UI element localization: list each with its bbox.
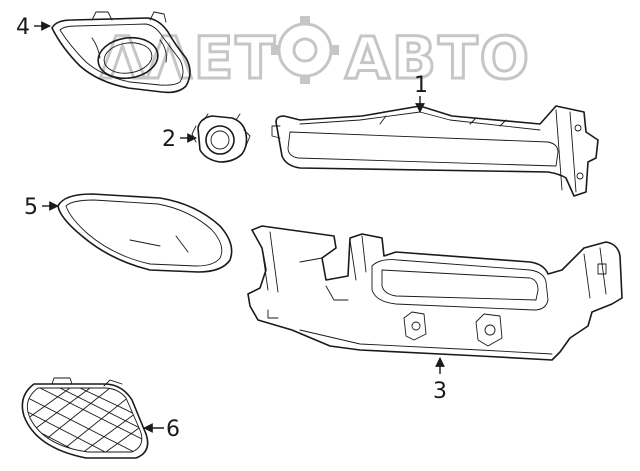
callout-4: 4 (16, 15, 30, 40)
part-1-lamp-assembly (271, 105, 599, 197)
watermark-gear-icon (271, 16, 339, 84)
callout-2: 2 (162, 127, 176, 152)
part-5-lens-cover (57, 193, 233, 273)
callout-3: 3 (433, 379, 447, 404)
svg-text:ΑΒΤΟ: ΑΒΤΟ (345, 24, 531, 92)
callout-6: 6 (166, 417, 180, 442)
part-3-mounting-bracket (247, 225, 623, 361)
callout-1: 1 (414, 73, 428, 98)
part-4-fog-lamp-bezel (51, 11, 191, 94)
part-6-grille (21, 377, 149, 459)
part-2-bulb-socket (191, 113, 251, 163)
callout-5: 5 (24, 195, 38, 220)
